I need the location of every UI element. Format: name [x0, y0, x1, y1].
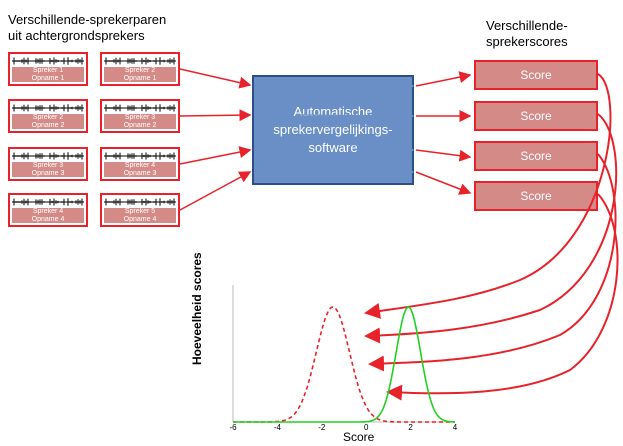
- recording-name: Opname 1: [31, 75, 65, 82]
- waveform-icon: [104, 104, 176, 112]
- speaker-name: Spreker 3: [124, 114, 156, 121]
- pair-arrow: [179, 68, 252, 89]
- score-to-chart-arrow: [364, 113, 618, 344]
- score-box-2: Score: [474, 101, 598, 131]
- pair-arrow: [179, 171, 252, 211]
- recording-name: Opname 3: [31, 170, 65, 177]
- recording-name: Opname 1: [123, 75, 157, 82]
- waveform-icon: [12, 198, 84, 206]
- software-to-score-arrow: [415, 171, 472, 195]
- chart-y-axis-label: Hoeveelheid scores: [190, 252, 204, 365]
- pairs-title-line-2: uit achtergrondsprekers: [8, 28, 145, 43]
- internal-arrow: [299, 110, 415, 122]
- speaker-name: Spreker 5: [124, 208, 156, 215]
- x-tick-label: -2: [318, 423, 326, 432]
- pairs-title: Verschillende-sprekerparen uit achtergro…: [8, 12, 166, 44]
- waveform-icon: [104, 57, 176, 65]
- speaker-name: Spreker 4: [124, 162, 156, 169]
- software-to-score-arrow: [415, 149, 472, 162]
- x-tick-label: -6: [229, 423, 237, 432]
- score-box-4: Score: [474, 181, 598, 211]
- speaker-name: Spreker 2: [124, 67, 156, 74]
- scores-title: Verschillende- sprekerscores: [486, 18, 568, 50]
- scores-title-line-1: Verschillende-: [486, 18, 568, 33]
- dashed-distribution-curve: [233, 306, 455, 423]
- software-to-score-arrow: [415, 71, 472, 87]
- internal-arrow: [299, 81, 415, 94]
- speaker-name: Spreker 3: [32, 162, 64, 169]
- recording-name: Opname 4: [31, 216, 65, 223]
- pair-arrow: [179, 109, 252, 122]
- score-to-chart-arrow: [368, 153, 617, 372]
- score-to-chart-arrow: [386, 193, 619, 401]
- waveform-icon: [12, 57, 84, 65]
- speaker-name: Spreker 4: [32, 208, 64, 215]
- score-distribution-chart: [232, 285, 455, 423]
- speaker-name: Spreker 1: [32, 67, 64, 74]
- x-tick-label: 4: [452, 423, 458, 432]
- score-to-chart-arrow: [364, 73, 612, 319]
- x-tick-label: 0: [363, 423, 369, 432]
- recording-name: Opname 2: [31, 122, 65, 129]
- waveform-icon: [104, 198, 176, 206]
- pair-to-software-arrows: [179, 68, 252, 211]
- score-to-chart-arrows: [364, 73, 619, 401]
- x-tick-label: -4: [273, 423, 281, 432]
- internal-arrow: [299, 165, 415, 177]
- score-box-1: Score: [474, 60, 598, 90]
- pairs-title-line-1: Verschillende-sprekerparen: [8, 12, 167, 27]
- x-tick-label: 2: [408, 423, 413, 432]
- waveform-icon: [12, 152, 84, 160]
- chart-x-axis-label: Score: [343, 430, 375, 444]
- recording-name: Opname 4: [123, 216, 157, 223]
- pair-arrow: [179, 146, 252, 165]
- recording-name: Opname 3: [123, 170, 157, 177]
- scores-title-line-2: sprekerscores: [486, 34, 568, 49]
- solid-distribution-curve: [233, 306, 455, 423]
- waveform-icon: [12, 104, 84, 112]
- speaker-name: Spreker 2: [32, 114, 64, 121]
- score-box-3: Score: [474, 141, 598, 171]
- software-to-score-arrows: [299, 71, 472, 195]
- internal-arrow: [299, 139, 415, 155]
- waveform-icon: [104, 152, 176, 160]
- recording-name: Opname 2: [123, 122, 157, 129]
